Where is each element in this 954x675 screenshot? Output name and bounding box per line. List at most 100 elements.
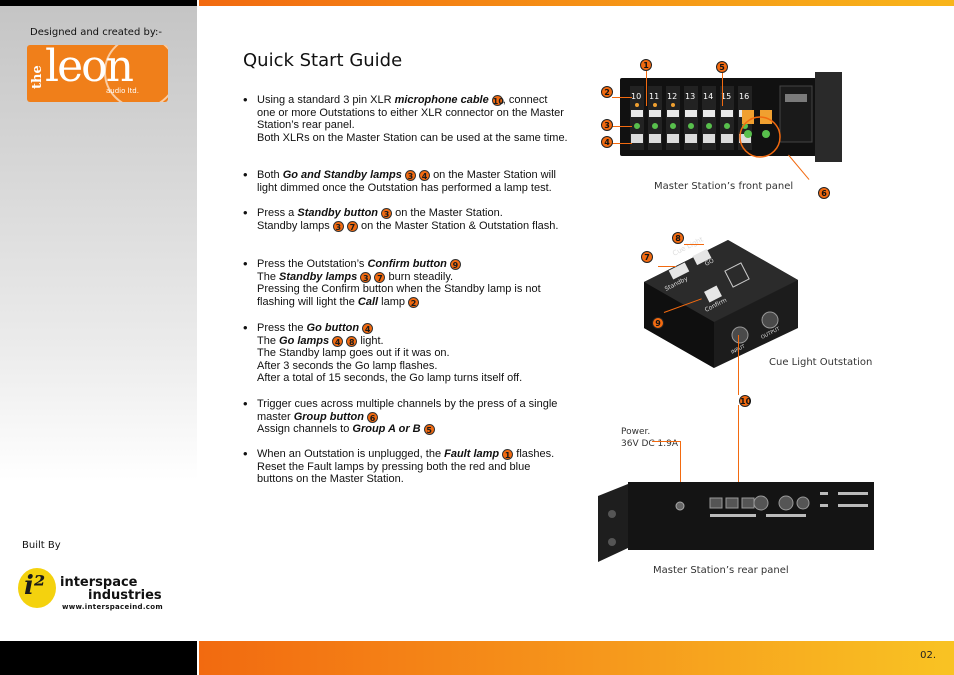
leader-line	[612, 126, 632, 127]
label-go: GO	[704, 257, 716, 268]
text-em: Group button	[293, 410, 364, 423]
step-1: Using a standard 3 pin XLR microphone ca…	[243, 94, 568, 144]
logo-the: the	[30, 65, 45, 89]
badge-num: 2	[408, 296, 420, 308]
leader-line	[738, 405, 739, 497]
text: light.	[360, 334, 384, 347]
text: The	[257, 334, 280, 347]
text: The	[257, 270, 280, 283]
rear-labels	[710, 492, 868, 517]
callout-badge-2: 2	[601, 86, 613, 98]
text: on the Master Station & Outstation flash…	[360, 219, 559, 232]
leader-line	[612, 97, 632, 98]
top-orange-bar	[199, 0, 954, 6]
designed-by-label: Designed and created by:-	[30, 27, 162, 38]
step-6: Trigger cues across multiple channels by…	[243, 398, 568, 436]
badge-num: 4	[419, 170, 430, 181]
text: When an Outstation is unplugged, the	[257, 448, 445, 460]
badge-num: 4	[362, 323, 374, 334]
channel-number: 15	[721, 92, 731, 101]
text: burn steadily.	[388, 270, 454, 283]
badge-num: 3	[381, 208, 393, 219]
channel-number: 10	[631, 92, 641, 101]
callout-badge-6: 6	[818, 187, 830, 199]
callout-badge-4: 4	[601, 136, 613, 148]
leader-line	[658, 266, 676, 267]
text-em: Go and Standby lamps	[282, 169, 402, 181]
badge-num: 3	[404, 170, 416, 181]
power-label-line1: Power.	[621, 427, 651, 437]
channel-number: 16	[739, 92, 749, 101]
text: After a total of 15 seconds, the Go lamp…	[257, 372, 523, 385]
standby-lamp	[668, 262, 690, 280]
badge-num: 9	[449, 259, 461, 270]
badge-num: 10	[491, 95, 504, 106]
leader-line	[680, 441, 681, 491]
leader-line	[738, 335, 739, 395]
front-panel-caption: Master Station’s front panel	[654, 181, 794, 192]
top-black-bar	[0, 0, 197, 6]
outstation-front	[644, 282, 714, 368]
text: Assign channels to	[257, 423, 353, 436]
isp-url: www.interspaceind.com	[62, 603, 163, 611]
logo-leon: leon	[45, 45, 134, 92]
leon-audio-logo: the leon audio ltd.	[27, 45, 168, 102]
group-highlight-circle	[739, 116, 781, 158]
isp-name-1: interspace	[60, 575, 138, 590]
interspace-logo: i² interspace industries www.interspacei…	[18, 565, 188, 615]
text: Trigger cues across multiple channels by…	[257, 398, 558, 423]
text: Both	[257, 169, 283, 181]
text-em: Standby lamps	[279, 270, 358, 283]
go-buttons	[631, 134, 751, 143]
text-em: Fault lamp	[444, 448, 500, 460]
step-4: Press the Outstation’s Confirm button 9 …	[243, 258, 568, 308]
channel-number-labels: 10 11 12 13 14 15 16	[631, 92, 749, 101]
footer-orange-bar	[199, 641, 954, 675]
logo-box	[724, 262, 750, 288]
isp-logo-glyph: i²	[24, 571, 46, 601]
leader-line	[722, 70, 723, 106]
text-em: Standby button	[297, 207, 379, 219]
go-lamp	[692, 248, 712, 266]
text: Press the Outstation’s	[257, 258, 368, 270]
text: Both XLRs on the Master Station can be u…	[257, 131, 568, 144]
text: Standby lamps	[257, 219, 330, 232]
logo-audio: audio ltd.	[106, 87, 139, 95]
text-em: Go button	[306, 322, 360, 334]
white-buttons	[631, 110, 751, 117]
xlr-output	[731, 326, 749, 344]
text-em: Call	[357, 295, 379, 308]
badge-num: 7	[346, 220, 358, 232]
built-by-label: Built By	[22, 540, 61, 551]
outstation-caption: Cue Light Outstation	[769, 357, 873, 368]
text: Pressing the Confirm button when the Sta…	[257, 283, 541, 308]
step-5: Press the Go button 4 The Go lamps 4 8 l…	[243, 322, 568, 385]
outstation-top	[644, 240, 798, 322]
power-socket	[675, 501, 685, 511]
badge-num: 8	[346, 335, 358, 347]
text-em: microphone cable	[394, 94, 489, 106]
text: Press a	[257, 207, 298, 219]
step-2: Both Go and Standby lamps 3 4 on the Mas…	[243, 169, 568, 194]
text: Using a standard 3 pin XLR	[257, 94, 395, 106]
isp-name-2: industries	[88, 588, 162, 603]
callout-badge-1: 1	[640, 59, 652, 71]
rear-connectors	[709, 495, 810, 511]
callout-badge-3: 3	[601, 119, 613, 131]
callout-badge-9: 9	[652, 317, 664, 329]
leader-line	[652, 441, 680, 442]
channel-number: 12	[667, 92, 677, 101]
channel-number: 13	[685, 92, 695, 101]
leader-line	[684, 244, 704, 245]
text-em: Group A or B	[352, 423, 421, 436]
badge-num: 3	[332, 220, 344, 232]
badge-num: 1	[502, 449, 514, 460]
step-7: When an Outstation is unplugged, the Fau…	[243, 448, 568, 486]
text-em: Go lamps	[279, 334, 330, 347]
badge-num: 4	[332, 335, 344, 347]
rack-hole	[608, 538, 616, 546]
status-leds	[634, 103, 748, 129]
cue-light-outstation: Cue Light GO Standby Confirm INPUT OUTPU…	[644, 236, 798, 368]
xlr-input	[761, 311, 779, 329]
isp-logo-mark	[18, 568, 56, 608]
